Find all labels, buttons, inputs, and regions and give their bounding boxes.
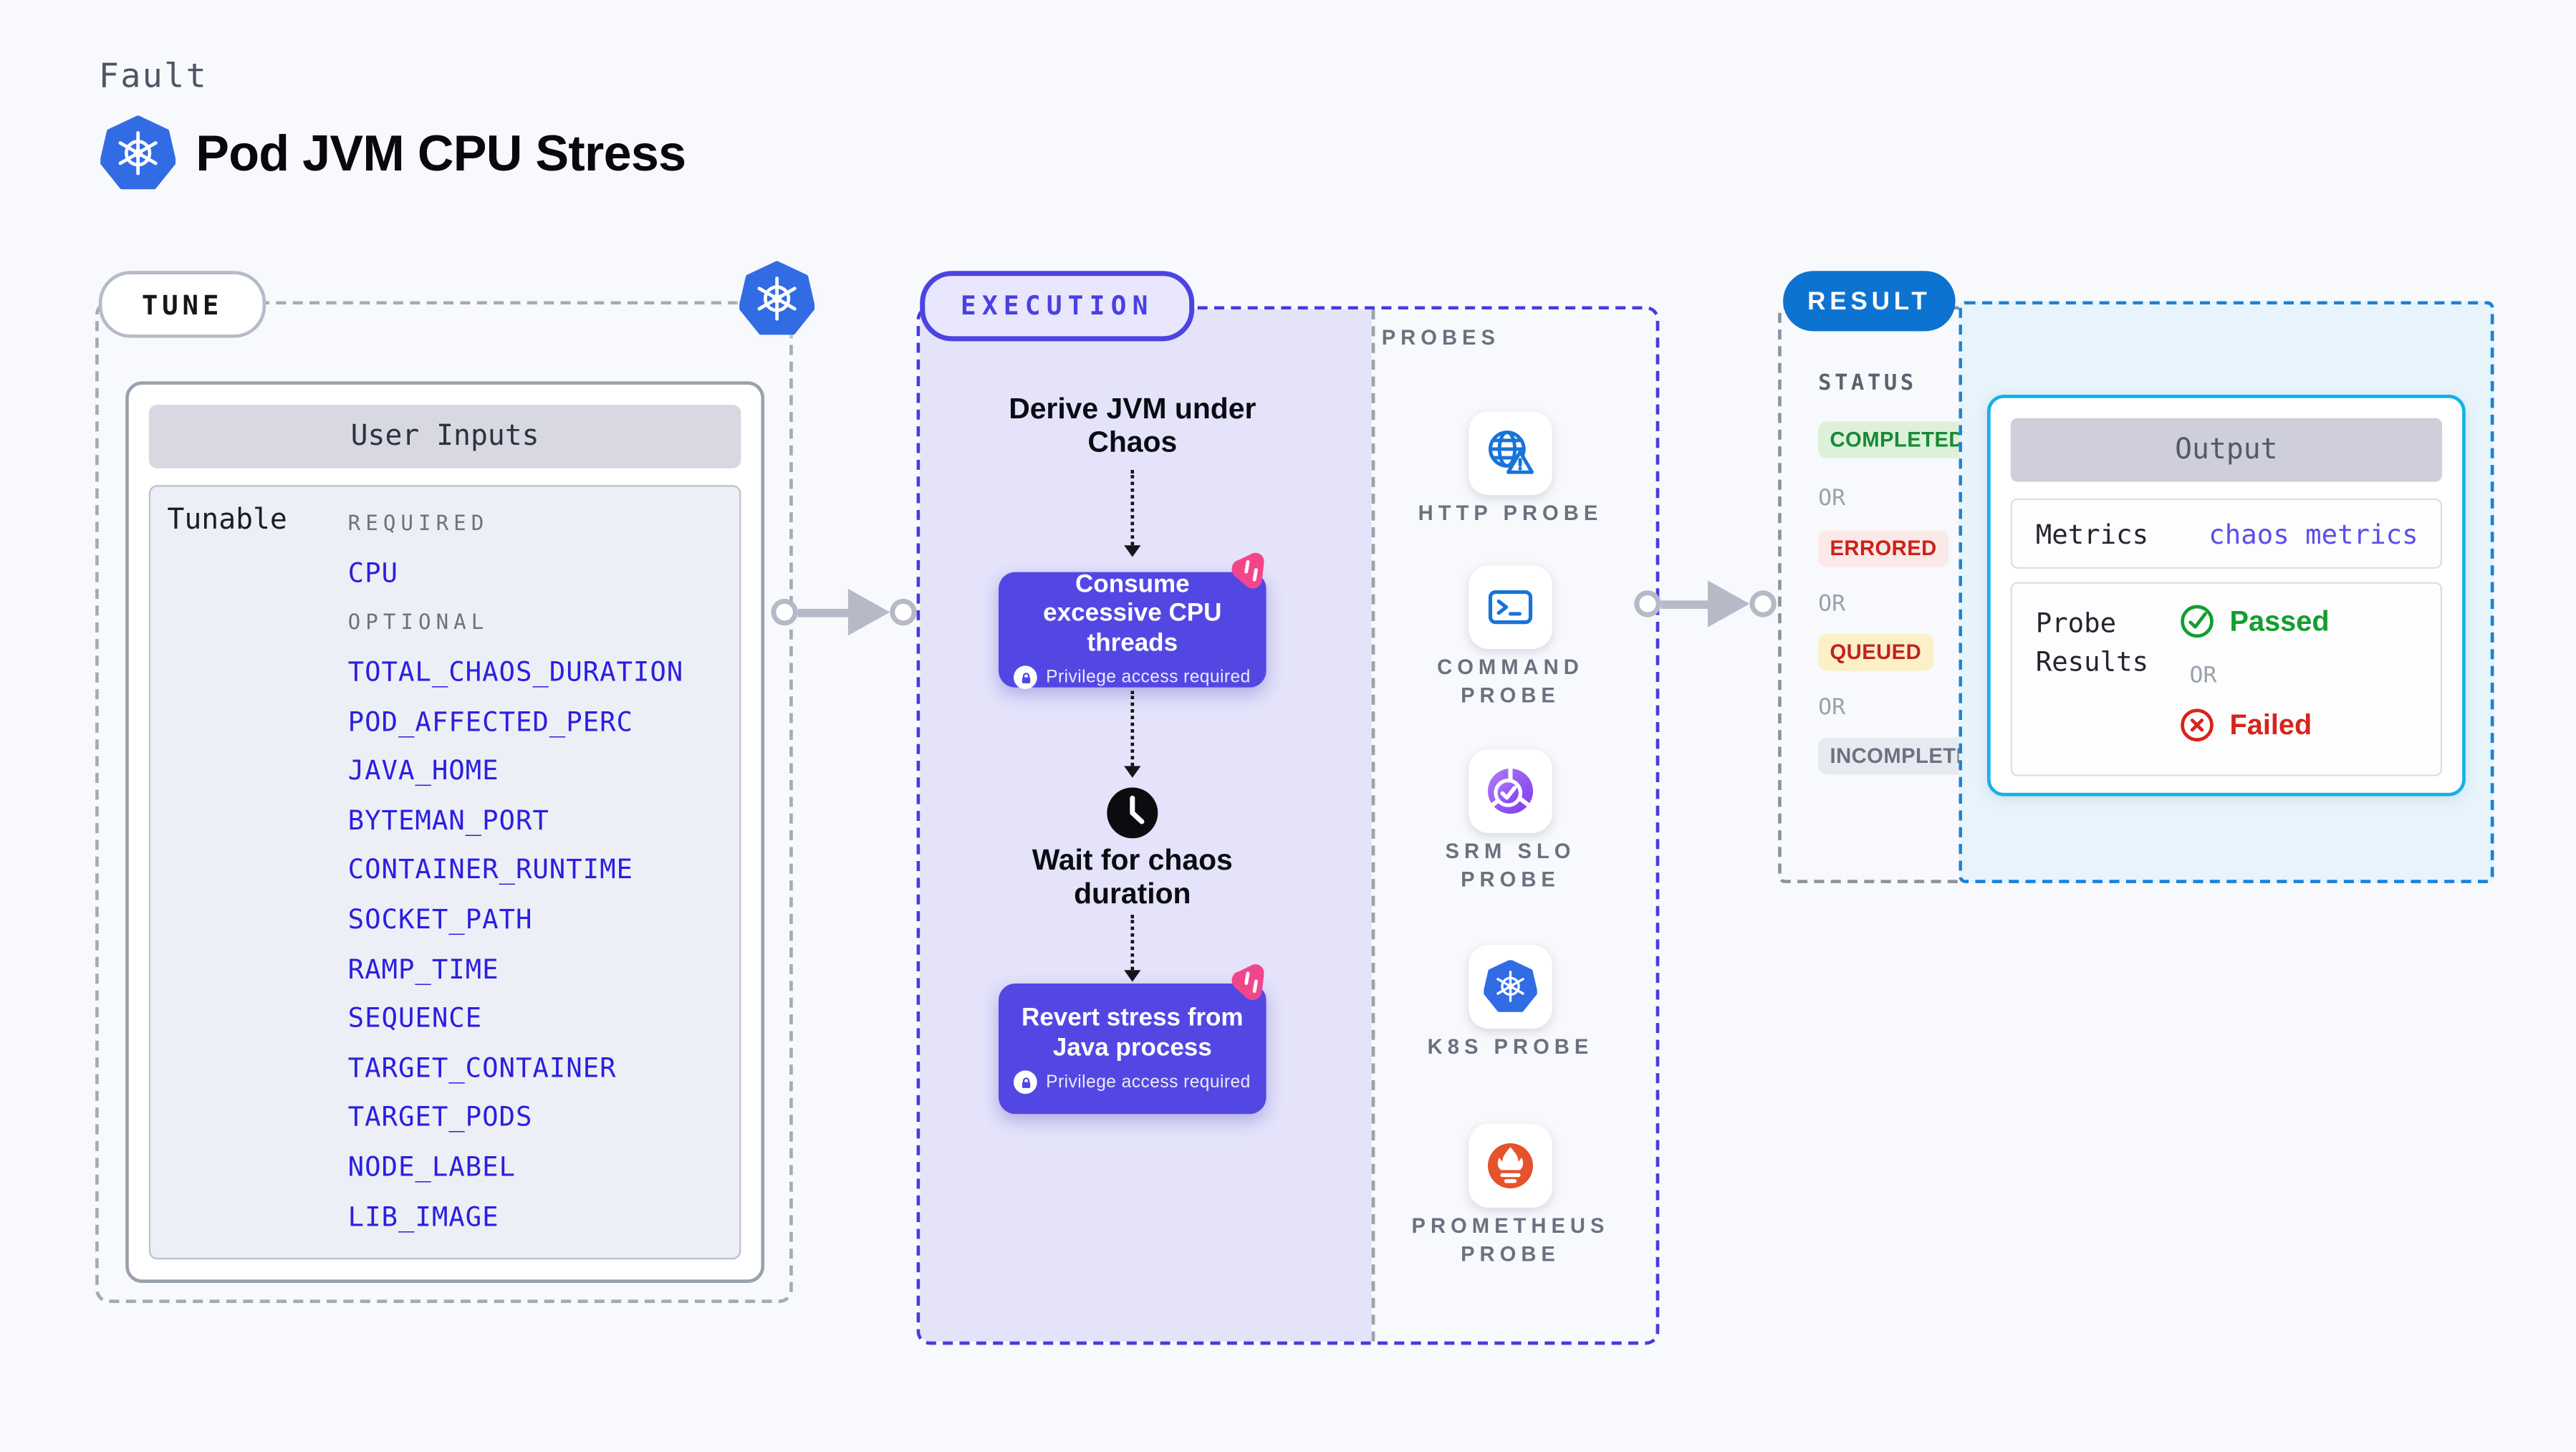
x-circle-icon xyxy=(2180,708,2215,743)
tunable-item: JAVA_HOME xyxy=(347,754,499,787)
or-separator: OR xyxy=(2189,662,2217,690)
tunable-item: CONTAINER_RUNTIME xyxy=(347,853,633,886)
slo-pie-check-icon xyxy=(1484,764,1537,818)
kubernetes-icon xyxy=(739,261,814,337)
user-inputs-title: User Inputs xyxy=(148,405,741,468)
output-title: Output xyxy=(2010,418,2443,482)
revert-step-label: Revert stress from Java process xyxy=(1022,1004,1244,1062)
arrow-start-node xyxy=(1634,590,1661,617)
tunable-item: POD_AFFECTED_PERC xyxy=(347,705,633,737)
fault-kicker: Fault xyxy=(98,55,208,96)
optional-section-label: OPTIONAL xyxy=(347,610,489,635)
kubernetes-icon xyxy=(1484,960,1537,1014)
passed-result: Passed xyxy=(2180,604,2330,639)
chaos-pink-icon xyxy=(1227,549,1279,601)
required-section-label: REQUIRED xyxy=(347,510,489,536)
tunable-item: SEQUENCE xyxy=(347,1002,483,1034)
lock-icon xyxy=(1014,665,1038,690)
execution-to-result-arrow xyxy=(1634,580,1777,628)
metrics-row: Metrics chaos metrics xyxy=(2010,498,2443,569)
flow-arrow-down xyxy=(1120,470,1144,557)
probe-label: K8S PROBE xyxy=(1427,1035,1594,1059)
status-queued-badge: QUEUED xyxy=(1818,633,1933,671)
tunable-item: CPU xyxy=(347,557,398,589)
globe-alert-icon xyxy=(1484,426,1537,480)
probe-label: COMMAND PROBE xyxy=(1437,655,1584,708)
stress-step-label: Consume excessive CPU threads xyxy=(1043,569,1222,658)
tunable-item: RAMP_TIME xyxy=(347,953,499,985)
derive-step-text: Derive JVM under Chaos xyxy=(1009,391,1256,458)
stress-step-node: Consume excessive CPU threads Privilege … xyxy=(998,569,1267,690)
status-label: STATUS xyxy=(1818,371,1917,397)
or-separator: OR xyxy=(1818,590,1846,617)
tunable-row-label: Tunable xyxy=(167,503,287,537)
probe-results-row: Probe Results Passed OR Failed xyxy=(2010,582,2443,777)
probe-label: SRM SLO PROBE xyxy=(1445,840,1576,892)
arrow-start-node xyxy=(771,598,798,626)
probes-divider xyxy=(1371,309,1375,1342)
or-separator: OR xyxy=(1818,485,1846,512)
arrow-line xyxy=(797,607,850,617)
execution-badge: EXECUTION xyxy=(920,271,1195,342)
tunables-panel: Tunable REQUIRED CPU OPTIONAL TOTAL_CHAO… xyxy=(148,485,741,1260)
user-inputs-card: User Inputs Tunable REQUIRED CPU OPTIONA… xyxy=(125,381,765,1283)
tunable-item: LIB_IMAGE xyxy=(347,1200,499,1232)
revert-step-node: Revert stress from Java process Privileg… xyxy=(998,983,1267,1115)
clock-icon xyxy=(1105,786,1159,840)
kubernetes-icon xyxy=(100,115,176,192)
probes-column-label: PROBES xyxy=(1381,326,1501,350)
tune-badge: TUNE xyxy=(98,271,266,338)
probe-label: PROMETHEUS PROBE xyxy=(1411,1214,1610,1266)
tune-to-execution-arrow xyxy=(771,588,917,636)
terminal-icon xyxy=(1484,580,1537,634)
metrics-value: chaos metrics xyxy=(2209,517,2418,550)
wait-step-text: Wait for chaos duration xyxy=(1032,842,1233,910)
prometheus-probe-card xyxy=(1469,1124,1552,1208)
arrow-head xyxy=(847,588,890,636)
tunable-item: BYTEMAN_PORT xyxy=(347,804,549,837)
flow-arrow-down xyxy=(1120,915,1144,982)
probe-label: HTTP PROBE xyxy=(1418,501,1603,526)
tunable-item: TARGET_CONTAINER xyxy=(347,1052,617,1084)
tunable-item: SOCKET_PATH xyxy=(347,903,533,936)
arrow-line xyxy=(1661,600,1710,608)
k8s-probe-card xyxy=(1469,945,1552,1029)
srm-slo-probe-card xyxy=(1469,749,1552,833)
arrow-end-node xyxy=(1749,590,1777,617)
status-errored-badge: ERRORED xyxy=(1818,530,1949,567)
output-card: Output Metrics chaos metrics Probe Resul… xyxy=(1986,395,2466,797)
page-title: Pod JVM CPU Stress xyxy=(196,127,686,183)
metrics-label: Metrics xyxy=(2035,517,2149,550)
result-badge: RESULT xyxy=(1783,271,1956,332)
prometheus-icon xyxy=(1484,1139,1537,1193)
tunable-item: TOTAL_CHAOS_DURATION xyxy=(347,655,684,688)
command-probe-card xyxy=(1469,565,1552,649)
http-probe-card xyxy=(1469,411,1552,496)
privilege-note: Privilege access required xyxy=(1014,1070,1251,1095)
lock-icon xyxy=(1014,1070,1038,1095)
failed-result: Failed xyxy=(2180,708,2312,743)
status-completed-badge: COMPLETED xyxy=(1818,421,1976,458)
tune-section-box xyxy=(95,301,793,1303)
arrow-end-node xyxy=(890,598,917,626)
chaos-pink-icon xyxy=(1227,961,1279,1013)
privilege-note: Privilege access required xyxy=(1014,665,1251,690)
tunable-item: NODE_LABEL xyxy=(347,1150,516,1183)
or-separator: OR xyxy=(1818,694,1846,721)
probe-results-label: Probe Results xyxy=(2035,607,2149,678)
tunables-list: REQUIRED CPU OPTIONAL TOTAL_CHAOS_DURATI… xyxy=(348,499,733,1241)
tunable-item: TARGET_PODS xyxy=(347,1101,533,1133)
check-circle-icon xyxy=(2180,604,2215,639)
arrow-head xyxy=(1708,580,1750,628)
flow-arrow-down xyxy=(1120,691,1144,778)
